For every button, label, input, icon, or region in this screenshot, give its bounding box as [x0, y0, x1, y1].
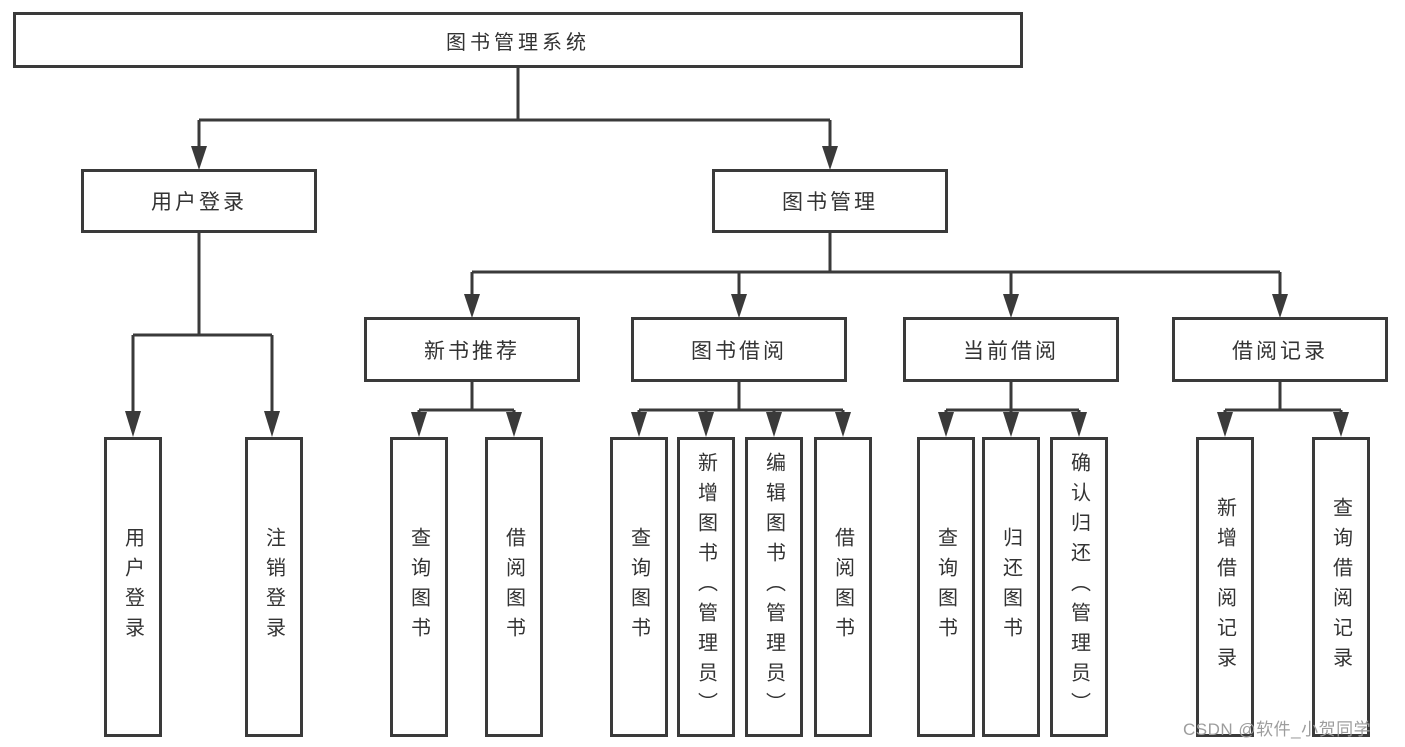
node-book-management: 图书管理 [712, 169, 948, 233]
leaf-label: 编辑图书（管理员） [762, 452, 785, 722]
arrowhead [698, 412, 714, 437]
leaf-query-books-borrow: 查询图书 [610, 437, 668, 737]
node-library-management-system: 图书管理系统 [13, 12, 1023, 68]
leaf-label: 归还图书 [999, 527, 1022, 647]
leaf-label: 借阅图书 [831, 527, 854, 647]
connector-borrow-records [1217, 382, 1349, 437]
arrowhead [835, 412, 851, 437]
leaf-label: 借阅图书 [502, 527, 525, 647]
arrowhead [464, 294, 480, 318]
leaf-add-borrow-record: 新增借阅记录 [1196, 437, 1254, 737]
arrowhead [766, 412, 782, 437]
leaf-borrow-books: 借阅图书 [814, 437, 872, 737]
arrowhead [1003, 412, 1019, 437]
connector-root [191, 68, 838, 170]
arrowhead [1272, 294, 1288, 318]
arrowhead [822, 146, 838, 170]
leaf-logout: 注销登录 [245, 437, 303, 737]
connector-book-management [464, 233, 1288, 318]
node-borrow-records: 借阅记录 [1172, 317, 1388, 382]
leaf-label: 新增借阅记录 [1213, 497, 1236, 677]
leaf-return-book: 归还图书 [982, 437, 1040, 737]
leaf-edit-book-admin: 编辑图书（管理员） [745, 437, 803, 737]
leaf-user-login: 用户登录 [104, 437, 162, 737]
arrowhead [1003, 294, 1019, 318]
arrowhead [506, 412, 522, 437]
connector-new-book-recommend [411, 382, 522, 437]
csdn-watermark: CSDN @软件_小贺同学 [1183, 720, 1372, 739]
node-user-login: 用户登录 [81, 169, 317, 233]
leaf-label: 查询借阅记录 [1329, 497, 1352, 677]
arrowhead [264, 411, 280, 437]
arrowhead [731, 294, 747, 318]
leaf-borrow-books-recommend: 借阅图书 [485, 437, 543, 737]
leaf-label: 新增图书（管理员） [694, 452, 717, 722]
connector-user-login [125, 233, 280, 437]
leaf-query-borrow-record: 查询借阅记录 [1312, 437, 1370, 737]
leaf-query-books-recommend: 查询图书 [390, 437, 448, 737]
leaf-label: 注销登录 [262, 527, 285, 647]
leaf-label: 用户登录 [121, 527, 144, 647]
connector-book-borrow [631, 382, 851, 437]
arrowhead [411, 412, 427, 437]
node-new-book-recommend: 新书推荐 [364, 317, 580, 382]
arrowhead [1333, 412, 1349, 437]
leaf-label: 查询图书 [407, 527, 430, 647]
leaf-label: 查询图书 [934, 527, 957, 647]
arrowhead [125, 411, 141, 437]
connector-current-borrow [938, 382, 1087, 437]
leaf-query-books-current: 查询图书 [917, 437, 975, 737]
arrowhead [1217, 412, 1233, 437]
leaf-label: 确认归还（管理员） [1067, 452, 1090, 722]
arrowhead [631, 412, 647, 437]
leaf-label: 查询图书 [627, 527, 650, 647]
arrowhead [1071, 412, 1087, 437]
node-book-borrow: 图书借阅 [631, 317, 847, 382]
node-current-borrow: 当前借阅 [903, 317, 1119, 382]
leaf-add-book-admin: 新增图书（管理员） [677, 437, 735, 737]
arrowhead [938, 412, 954, 437]
leaf-confirm-return-admin: 确认归还（管理员） [1050, 437, 1108, 737]
arrowhead [191, 146, 207, 170]
